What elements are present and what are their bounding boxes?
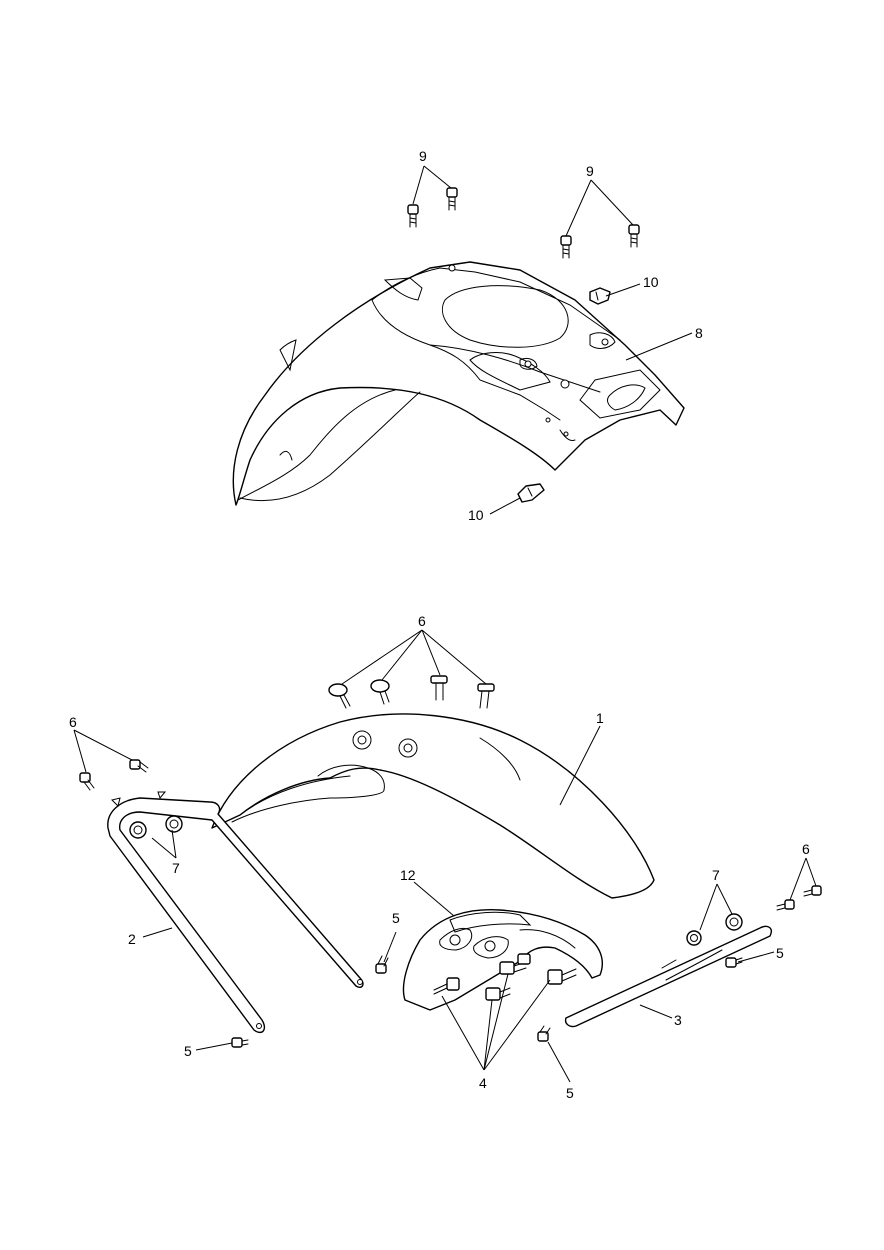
bolt-6-left-b xyxy=(129,759,149,773)
callout-5-bracket: 5 xyxy=(566,1085,574,1101)
bush-7-right-a xyxy=(686,930,702,946)
callout-2: 2 xyxy=(128,931,136,947)
bush-7-right-b xyxy=(725,913,743,931)
callout-5-center: 5 xyxy=(392,910,400,926)
callout-5-left: 5 xyxy=(184,1043,192,1059)
callout-10-lower: 10 xyxy=(468,507,484,523)
callout-7-right: 7 xyxy=(712,867,720,883)
bolt-6-top-c xyxy=(430,675,448,701)
bolt-5-bracket xyxy=(537,1025,551,1042)
callout-8: 8 xyxy=(695,325,703,341)
bolt-6-top-b xyxy=(370,679,390,705)
callout-3: 3 xyxy=(674,1012,682,1028)
clip-10-lower xyxy=(517,483,545,503)
bolt-5-left xyxy=(231,1037,249,1048)
callout-1: 1 xyxy=(596,710,604,726)
mudguard-stay-3 xyxy=(564,925,772,1028)
bolt-5-center xyxy=(375,955,389,974)
bolt-6-top-a xyxy=(328,683,351,709)
bolt-6-right-b xyxy=(803,885,822,897)
callout-6-top: 6 xyxy=(418,613,426,629)
clip-10-upper xyxy=(589,287,611,305)
front-mudguard xyxy=(211,713,655,899)
bolt-4-b xyxy=(485,987,511,1001)
callout-4: 4 xyxy=(479,1075,487,1091)
callout-12: 12 xyxy=(400,867,416,883)
bolt-5-right xyxy=(725,957,743,968)
bolt-9-left-b xyxy=(446,187,458,211)
bolt-6-top-d xyxy=(477,683,495,709)
bolt-6-right-a xyxy=(776,899,795,911)
bolt-9-left-a xyxy=(407,204,419,228)
callout-9-right: 9 xyxy=(586,163,594,179)
callout-6-right: 6 xyxy=(802,841,810,857)
callout-6-left: 6 xyxy=(69,714,77,730)
bolt-9-right-a xyxy=(560,235,572,259)
bolt-6-left-a xyxy=(79,772,95,791)
callout-10-upper: 10 xyxy=(643,274,659,290)
bolt-4-d xyxy=(547,968,577,985)
bolt-4-c xyxy=(499,961,527,975)
bush-7-left-a xyxy=(129,821,147,839)
bolt-9-right-b xyxy=(628,224,640,248)
bolt-4-a xyxy=(433,977,460,995)
bush-7-left-b xyxy=(165,815,183,833)
callout-7-left: 7 xyxy=(172,860,180,876)
callout-5-right: 5 xyxy=(776,945,784,961)
mudguard-stay-2 xyxy=(107,791,364,1034)
callout-9-left: 9 xyxy=(419,148,427,164)
bolt-4-e xyxy=(517,953,531,965)
inner-mudguard xyxy=(232,261,685,506)
